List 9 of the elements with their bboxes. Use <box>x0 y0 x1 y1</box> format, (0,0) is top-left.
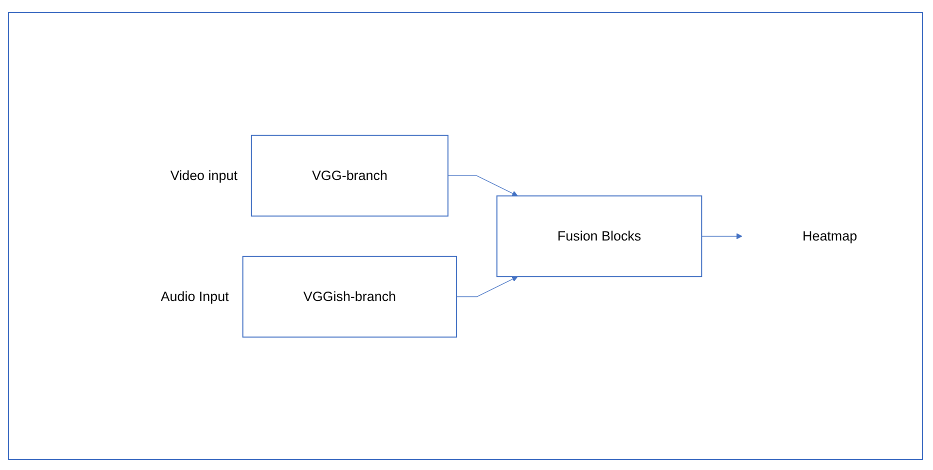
node-box: Fusion Blocks <box>496 195 702 277</box>
node-label: Audio Input <box>160 289 229 304</box>
arrow <box>456 276 518 297</box>
arrow <box>701 233 742 239</box>
node-label: Video input <box>170 168 238 183</box>
node-box: VGG-branch <box>250 134 448 216</box>
arrow <box>448 175 518 196</box>
node-text: Heatmap <box>802 228 858 244</box>
node-box: VGGish-branch <box>242 256 458 338</box>
